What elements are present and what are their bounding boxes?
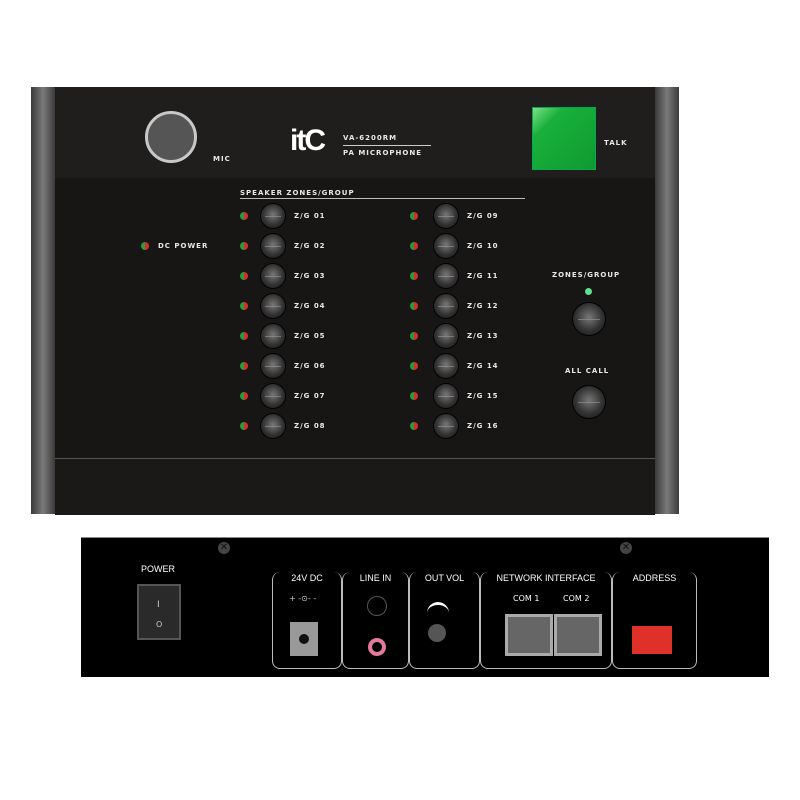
zone-button[interactable] [434, 354, 458, 378]
com2-port[interactable] [554, 614, 602, 656]
zone-button[interactable] [434, 264, 458, 288]
zone-label: Z/G 16 [467, 422, 499, 430]
address-section: ADDRESS [612, 572, 697, 669]
out-vol-section: OUT VOL [409, 572, 480, 669]
right-rail [655, 87, 679, 514]
zone-led [240, 212, 248, 220]
switch-on-mark: I [157, 600, 160, 610]
dc-section: 24V DC + -⊙- - [272, 572, 342, 669]
zone-label: Z/G 01 [294, 212, 326, 220]
zones-heading-line [240, 198, 525, 199]
zone-label: Z/G 11 [467, 272, 499, 280]
zone-label: Z/G 02 [294, 242, 326, 250]
zone-button[interactable] [261, 234, 285, 258]
volume-knob[interactable] [428, 624, 446, 642]
zone-button[interactable] [261, 414, 285, 438]
switch-off-mark: O [156, 620, 163, 629]
disc-icon [367, 596, 387, 616]
dc-power-led [141, 242, 149, 250]
zone-led [410, 272, 418, 280]
network-label: NETWORK INTERFACE [492, 573, 600, 583]
zone-led [240, 272, 248, 280]
bottom-strip [55, 458, 655, 515]
zone-led [410, 332, 418, 340]
zone-button[interactable] [434, 234, 458, 258]
network-section: NETWORK INTERFACE COM 1 COM 2 [480, 572, 612, 669]
zone-label: Z/G 10 [467, 242, 499, 250]
itc-logo: itC [290, 124, 326, 157]
zone-label: Z/G 05 [294, 332, 326, 340]
zone-label: Z/G 04 [294, 302, 326, 310]
zone-button[interactable] [261, 294, 285, 318]
zones-heading: SPEAKER ZONES/GROUP [240, 189, 355, 197]
dc-jack[interactable] [290, 622, 318, 656]
left-rail [31, 87, 55, 514]
zone-button[interactable] [261, 384, 285, 408]
model-label: VA-6200RM [343, 134, 398, 142]
zone-button[interactable] [434, 414, 458, 438]
zone-led [240, 302, 248, 310]
dc-power-label: DC POWER [158, 242, 209, 250]
zone-button[interactable] [434, 324, 458, 348]
zone-label: Z/G 03 [294, 272, 326, 280]
address-label: ADDRESS [628, 573, 681, 583]
dip-switch[interactable] [632, 626, 672, 654]
zone-button[interactable] [261, 354, 285, 378]
zones-group-led [585, 288, 592, 295]
zone-led [240, 392, 248, 400]
zones-group-button[interactable] [573, 303, 605, 335]
power-label: POWER [141, 564, 176, 574]
talk-button[interactable] [532, 107, 596, 170]
talk-label: TALK [604, 139, 628, 147]
polarity-label: + -⊙- - [289, 594, 317, 603]
com2-label: COM 2 [563, 594, 590, 603]
logo-divider [343, 145, 431, 146]
zones-group-label: ZONES/GROUP [552, 271, 621, 279]
zone-label: Z/G 06 [294, 362, 326, 370]
all-call-label: ALL CALL [565, 367, 610, 375]
com1-label: COM 1 [513, 594, 540, 603]
mic-label: MIC [213, 155, 231, 163]
zone-label: Z/G 12 [467, 302, 499, 310]
mic-connector [145, 111, 197, 163]
volume-arc-icon [427, 602, 449, 624]
line-in-section: LINE IN [342, 572, 409, 669]
zone-led [240, 422, 248, 430]
product-label: PA MICROPHONE [343, 149, 422, 157]
com1-port[interactable] [505, 614, 553, 656]
zone-led [410, 302, 418, 310]
zone-label: Z/G 07 [294, 392, 326, 400]
line-in-label: LINE IN [355, 573, 396, 583]
zone-label: Z/G 15 [467, 392, 499, 400]
zone-button[interactable] [261, 204, 285, 228]
zone-button[interactable] [261, 264, 285, 288]
zone-label: Z/G 14 [467, 362, 499, 370]
zone-button[interactable] [434, 294, 458, 318]
dc-label: 24V DC [287, 573, 327, 583]
zone-button[interactable] [434, 384, 458, 408]
zone-label: Z/G 08 [294, 422, 326, 430]
zone-button[interactable] [434, 204, 458, 228]
zone-led [410, 212, 418, 220]
power-switch[interactable]: I O [137, 584, 181, 640]
zone-led [410, 392, 418, 400]
zone-led [410, 242, 418, 250]
screw-icon: ✕ [620, 542, 632, 554]
zone-label: Z/G 09 [467, 212, 499, 220]
all-call-button[interactable] [573, 386, 605, 418]
out-vol-label: OUT VOL [420, 573, 469, 583]
zone-led [240, 242, 248, 250]
screw-icon: ✕ [218, 542, 230, 554]
line-in-jack[interactable] [368, 638, 386, 656]
zone-led [240, 332, 248, 340]
zone-led [410, 362, 418, 370]
zone-label: Z/G 13 [467, 332, 499, 340]
zone-led [410, 422, 418, 430]
zone-button[interactable] [261, 324, 285, 348]
zone-led [240, 362, 248, 370]
